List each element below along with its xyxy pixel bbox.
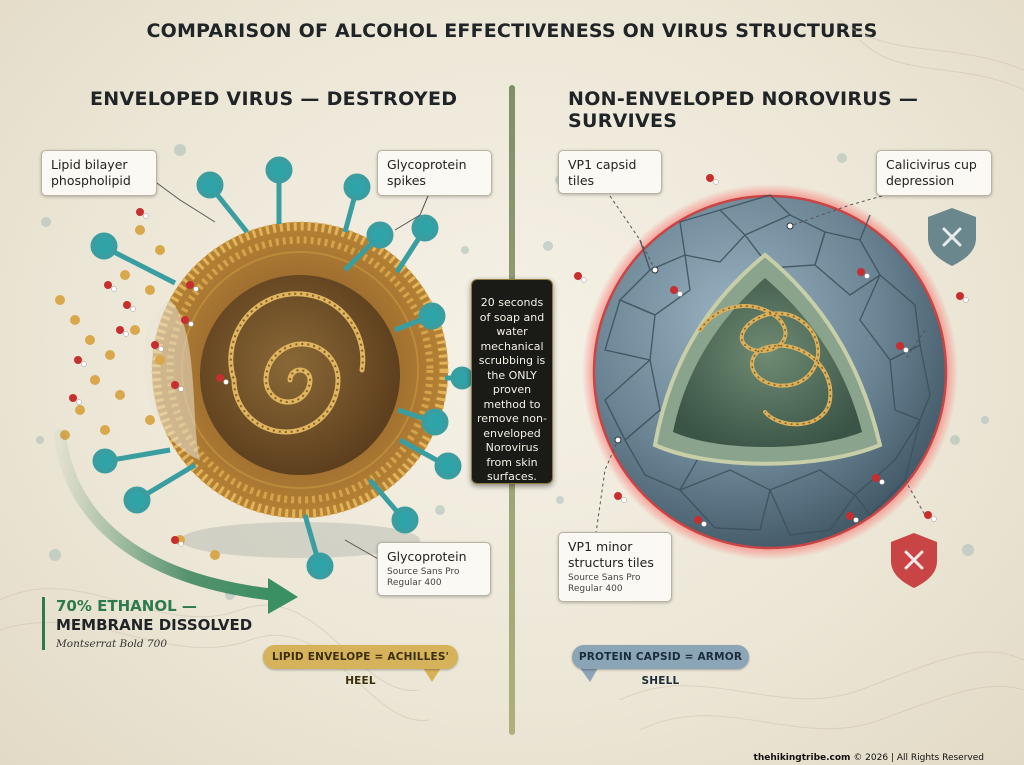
callout-minor-text: VP1 minor structurs tiles [568,539,654,570]
enveloped-heading: ENVELOPED VIRUS — DESTROYED [90,88,458,110]
callout-lipid-text: Lipid bilayer phospholipid [51,157,131,188]
ethanol-arrow-head [268,578,298,614]
norovirus-rna [698,304,833,427]
pill-left-tail [423,668,441,682]
footer: thehikingtribe.com © 2026 | All Rights R… [754,753,984,763]
callout-glycoprotein: Glycoprotein Source Sans Pro Regular 400 [377,542,491,596]
shield-x-icon [928,208,976,266]
callout-vp1-minor: VP1 minor structurs tiles Source Sans Pr… [558,532,672,602]
ethanol-line1: 70% ETHANOL — [56,597,197,615]
glycoprotein-spikes [90,156,474,580]
callout-calicivirus-cup: Calicivirus cup depression [876,150,992,196]
ethanol-note: Montserrat Bold 700 [56,638,168,650]
callout-lipid-bilayer: Lipid bilayer phospholipid [41,150,157,196]
callout-spikes-text: Glycoprotein spikes [387,157,467,188]
bouncing-molecules [574,174,969,527]
callout-glyco-text: Glycoprotein [387,549,467,564]
footer-site-link[interactable]: thehikingtribe.com [753,753,851,763]
lipid-envelope-pill: LIPID ENVELOPE = ACHILLES' HEEL [263,645,458,687]
non-enveloped-heading: NON-ENVELOPED NOROVIRUS — SURVIVES [568,88,919,132]
ethanol-label: 70% ETHANOL — MEMBRANE DISSOLVED Montser… [42,597,252,650]
main-title: COMPARISON OF ALCOHOL EFFECTIVENESS ON V… [146,20,878,42]
left-leader-lines [145,174,429,561]
callout-minor-note: Source Sans Pro Regular 400 [568,573,641,594]
ethanol-arrow [54,429,281,601]
norovirus-capsid [543,153,989,588]
dissolved-envelope [143,300,200,460]
footer-rights: © 2026 | All Rights Reserved [853,753,984,763]
enveloped-virus [36,144,474,614]
ethanol-molecules [69,208,229,547]
topo-lines [0,19,1024,731]
callout-cup-text: Calicivirus cup depression [886,157,977,188]
scrubbing-note: 20 seconds of soap and water mechanical … [471,279,553,484]
protein-capsid-pill: PROTEIN CAPSID = ARMOR SHELL [572,645,749,687]
shield-x-red-icon [891,533,937,588]
callout-glyco-note: Source Sans Pro Regular 400 [387,567,460,588]
callout-vp1-text: VP1 capsid tiles [568,157,637,188]
callout-glycoprotein-spikes: Glycoprotein spikes [377,150,492,196]
lipid-bilayer [151,221,449,519]
viral-core [200,275,400,475]
ethanol-line2: MEMBRANE DISSOLVED [56,616,253,634]
pill-right-tail [580,668,598,682]
callout-vp1-capsid: VP1 capsid tiles [558,150,662,194]
right-leader-lines [594,195,926,541]
